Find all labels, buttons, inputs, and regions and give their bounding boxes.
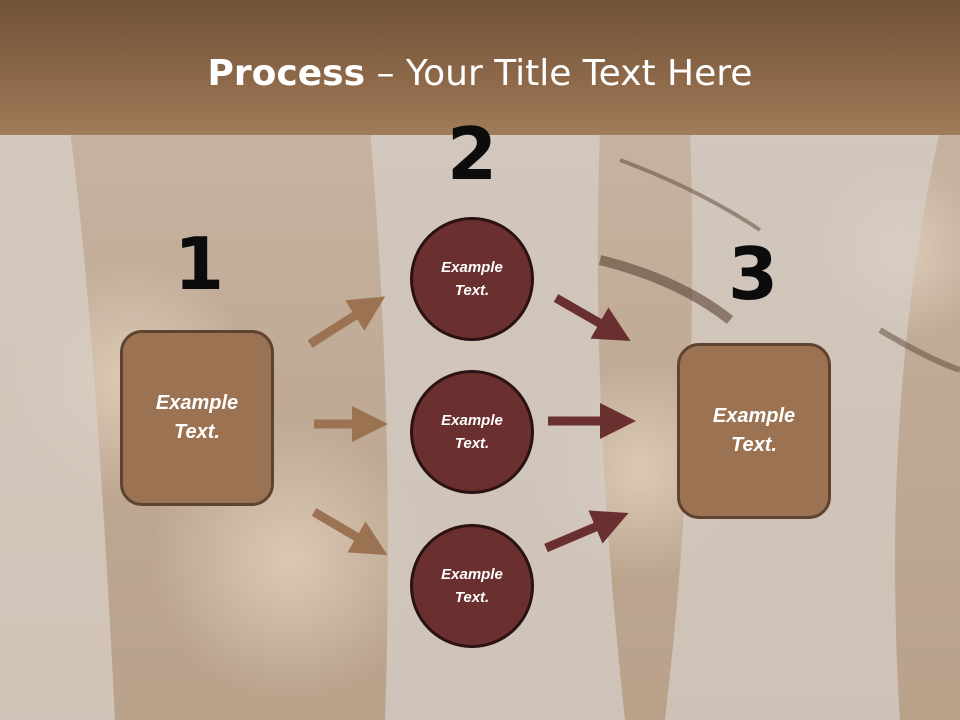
step-number-2: 2 bbox=[446, 112, 498, 196]
step-2-circle-middle-label: Example Text. bbox=[441, 412, 503, 452]
arrow-1-to-bottom bbox=[311, 508, 388, 556]
step-2-circle-bottom: Example Text. bbox=[410, 524, 534, 648]
arrow-top-to-3 bbox=[553, 294, 631, 341]
step-2-circle-middle: Example Text. bbox=[410, 370, 534, 494]
step-2-circle-top: Example Text. bbox=[410, 217, 534, 341]
step-3-box: Example Text. bbox=[677, 343, 831, 519]
step-2-circle-bottom-label: Example Text. bbox=[441, 566, 503, 606]
step-1-box: Example Text. bbox=[120, 330, 274, 506]
arrow-1-to-top bbox=[307, 296, 386, 348]
step-number-3: 3 bbox=[727, 232, 779, 316]
step-1-label: Example Text. bbox=[155, 392, 239, 443]
title-band bbox=[0, 0, 960, 135]
title-bold: Process bbox=[207, 53, 366, 94]
step-2-circle-top-label: Example Text. bbox=[441, 259, 503, 299]
step-number-1: 1 bbox=[173, 222, 225, 306]
title-rest: – Your Title Text Here bbox=[365, 53, 753, 94]
step-3-label: Example Text. bbox=[712, 405, 796, 456]
slide-title: Process – Your Title Text Here bbox=[0, 52, 960, 96]
arrow-bottom-to-3 bbox=[544, 510, 629, 553]
